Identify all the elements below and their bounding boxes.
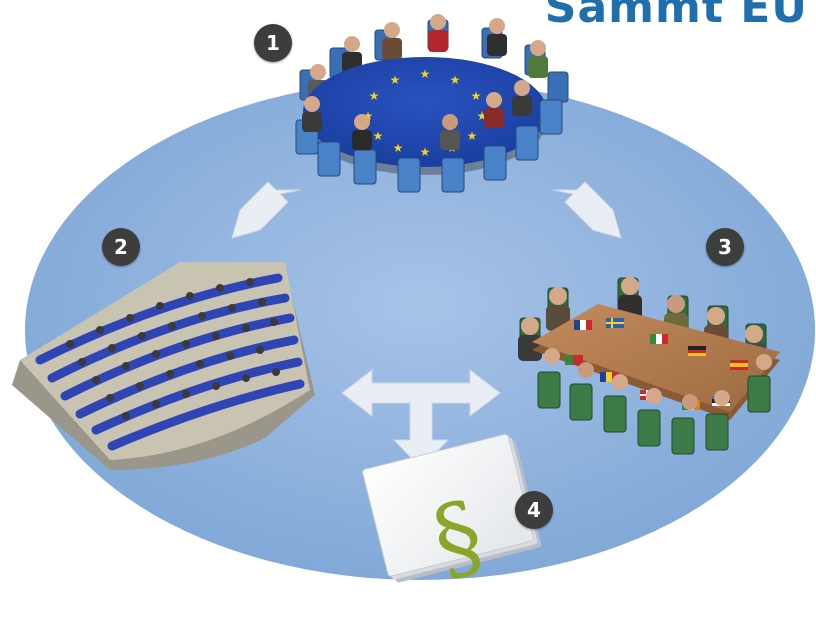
step-badge-2: 2 xyxy=(102,228,140,266)
svg-text:★: ★ xyxy=(390,73,401,87)
eu-council-table-icon: ★ ★ ★ ★ ★ ★ ★ ★ ★ ★ ★ ★ xyxy=(295,14,569,193)
svg-text:★: ★ xyxy=(471,89,482,103)
arrow-to-council xyxy=(552,181,622,239)
step-badge-4: 4 xyxy=(515,491,553,529)
arrow-to-parliament xyxy=(231,181,301,239)
svg-text:★: ★ xyxy=(363,109,374,123)
law-document-icon xyxy=(362,433,542,583)
parliament-chamber-icon xyxy=(12,262,315,470)
member-states-council-icon xyxy=(518,277,780,455)
svg-text:★: ★ xyxy=(369,89,380,103)
flow-arrows xyxy=(231,181,622,469)
step-badge-3: 3 xyxy=(706,228,744,266)
svg-text:★: ★ xyxy=(467,129,478,143)
page-title: Sammt EU xyxy=(544,0,808,33)
svg-text:★: ★ xyxy=(393,141,404,155)
step-badge-1: 1 xyxy=(254,24,292,62)
arrow-to-law xyxy=(341,368,501,469)
process-ellipse xyxy=(25,80,815,580)
svg-text:★: ★ xyxy=(420,145,431,159)
svg-text:★: ★ xyxy=(420,67,431,81)
svg-text:★: ★ xyxy=(450,73,461,87)
svg-text:★: ★ xyxy=(373,129,384,143)
svg-text:★: ★ xyxy=(477,109,488,123)
